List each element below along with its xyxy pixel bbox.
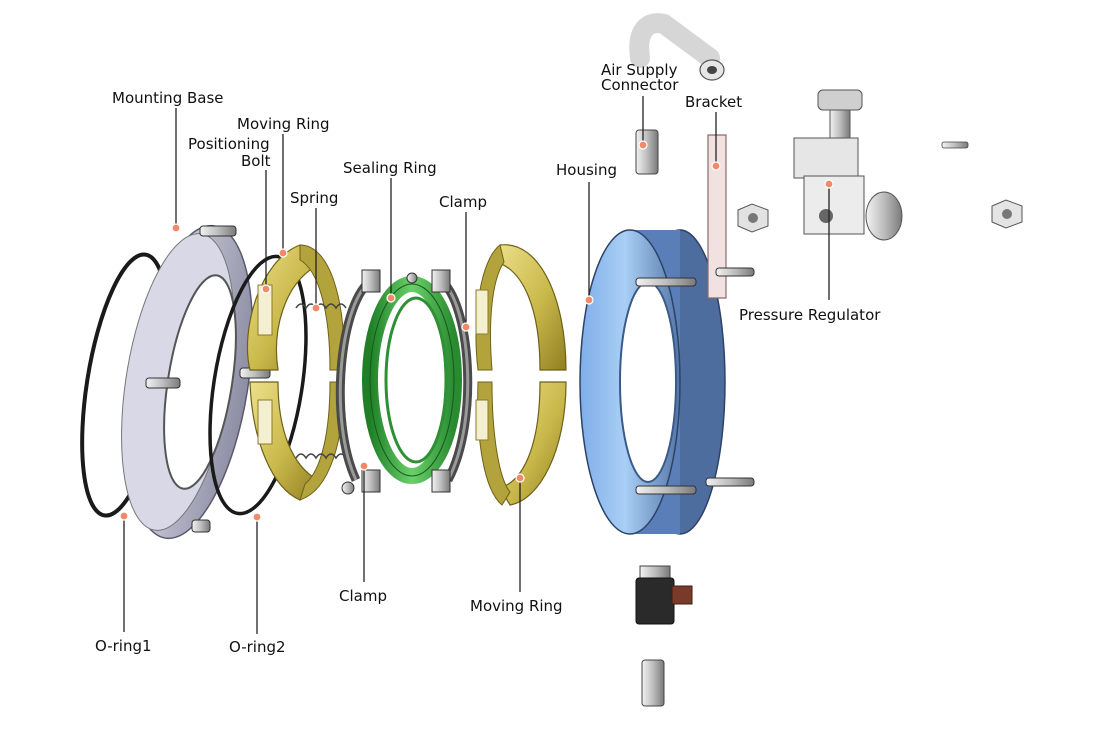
label-mounting-base: Mounting Base [112,89,224,107]
spring-upper [295,303,347,310]
spring-lower [295,453,347,460]
mounting-bolt-top [199,225,237,237]
label-positioning-bolt-line2: Bolt [241,152,271,170]
housing [579,229,755,535]
label-air-supply-line1: Air Supply [601,61,678,79]
label-positioning-bolt-line1: Positioning [188,135,270,153]
label-moving-ring-top: Moving Ring [237,115,330,133]
moving-ring-right [475,244,567,506]
callout-dots [119,140,834,522]
moving-ring-left [246,244,347,501]
label-o-ring-2: O-ring2 [229,638,286,656]
clamp-left [335,269,381,495]
hex-nut [991,199,1023,229]
label-clamp-top: Clamp [439,193,487,211]
clamp-right [431,269,473,493]
housing-bolt-top [635,277,697,287]
mounting-bolt-bottom [191,519,211,533]
label-sealing-ring: Sealing Ring [343,159,437,177]
label-pressure-regulator: Pressure Regulator [739,306,881,324]
label-clamp-bottom: Clamp [339,587,387,605]
bracket [707,134,755,299]
label-moving-ring-bottom: Moving Ring [470,597,563,615]
label-spring: Spring [290,189,338,207]
pressure-regulator [737,89,903,241]
small-screw [941,141,969,149]
pressure-sensor [635,565,693,625]
mounting-bolt-mid [145,377,181,389]
housing-bolt-bottom-left [635,485,697,495]
label-air-supply-line2: Connector [601,76,679,94]
housing-bolt-bottom-right [705,477,755,487]
mounting-base [121,224,254,540]
label-housing: Housing [556,161,617,179]
label-bracket: Bracket [685,93,742,111]
bottom-fitting [641,659,665,707]
sealing-ring [362,272,462,484]
label-o-ring-1: O-ring1 [95,637,152,655]
leader-lines [123,96,830,634]
